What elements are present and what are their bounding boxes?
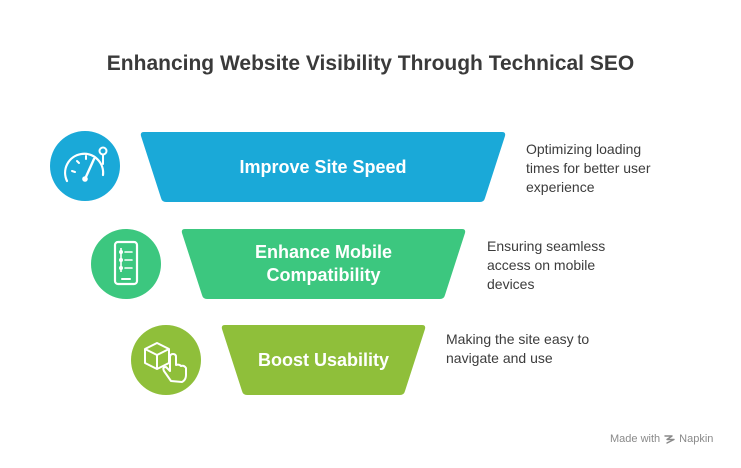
step-1-label: Improve Site Speed	[160, 132, 486, 202]
text-line: Making the site easy to	[446, 331, 590, 347]
text-line: Optimizing loading	[526, 141, 642, 157]
step-2-description: Ensuring seamless access on mobile devices	[487, 237, 605, 294]
footer-prefix: Made with	[610, 433, 661, 445]
step-3-banner	[221, 325, 426, 395]
step-3-description: Making the site easy to navigate and use	[446, 330, 589, 368]
text-line: experience	[526, 179, 595, 195]
step-2-banner	[181, 229, 466, 299]
pointer-cube-icon	[131, 325, 201, 395]
text-line: times for better user	[526, 160, 651, 176]
footer-brand: Napkin	[679, 433, 714, 445]
step-1-description: Optimizing loading times for better user e…	[526, 140, 651, 197]
step-1-icon-circle	[50, 131, 120, 201]
napkin-logo-icon	[664, 434, 675, 444]
footer-credit: Made with Napkin	[610, 433, 713, 445]
speedometer-icon	[50, 131, 120, 201]
step-2-icon-circle	[91, 229, 161, 299]
text-line: access on mobile	[487, 257, 596, 273]
text-line: Improve Site Speed	[239, 156, 407, 177]
mobile-phone-icon	[91, 229, 161, 299]
text-line: devices	[487, 276, 535, 292]
text-line: Boost Usability	[257, 349, 390, 370]
text-line: navigate and use	[446, 350, 553, 366]
page-title: Enhancing Website Visibility Through Tec…	[106, 52, 635, 75]
text-line: Compatibility	[266, 265, 381, 285]
text-line: Ensuring seamless	[487, 238, 606, 254]
step-1-banner	[140, 132, 506, 202]
step-3-icon-circle	[131, 325, 201, 395]
text-line: Enhance Mobile	[254, 242, 393, 262]
step-3-label: Boost Usability	[241, 325, 406, 395]
